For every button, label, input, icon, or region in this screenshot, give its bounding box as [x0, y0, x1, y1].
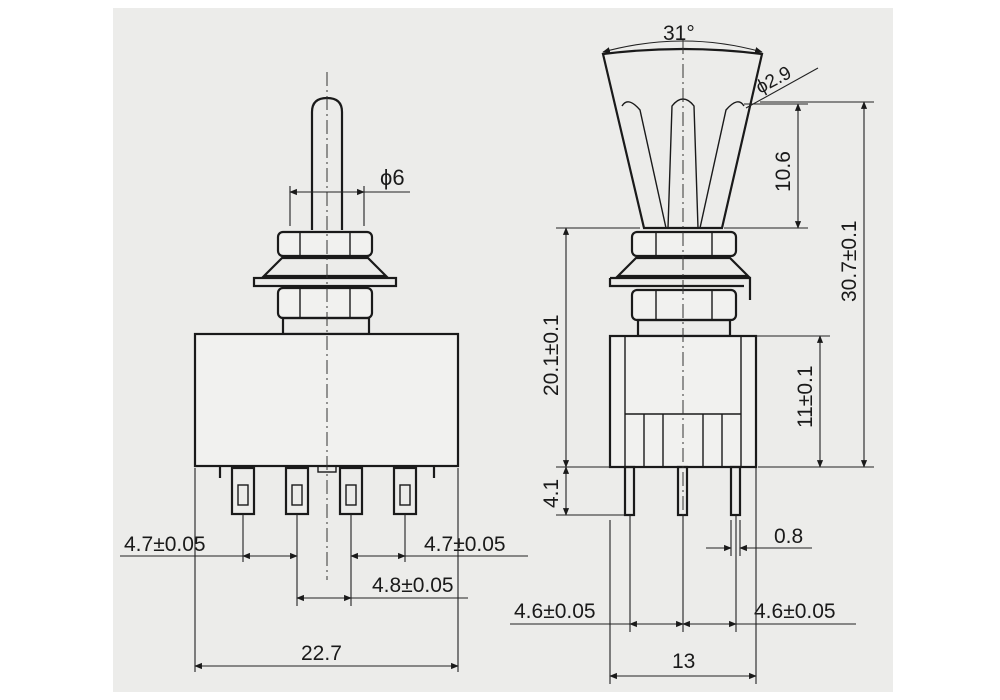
pin-length-label: 4.1 — [540, 479, 563, 508]
front-terminals — [230, 465, 418, 516]
front-pitch-center-label: 4.8±0.05 — [372, 574, 454, 597]
terminal — [284, 466, 310, 516]
side-pitch-right-label: 4.6±0.05 — [754, 600, 836, 623]
side-pin — [623, 465, 636, 517]
side-upper-nut — [630, 230, 738, 258]
side-lower-nut — [630, 288, 738, 322]
angle-label: 31° — [663, 22, 695, 45]
front-pitch-right-label: 4.7±0.05 — [424, 533, 506, 556]
side-pitch-left-label: 4.6±0.05 — [514, 600, 596, 623]
front-mount-plate — [252, 276, 398, 288]
front-lower-nut — [276, 286, 374, 320]
terminal — [338, 466, 364, 516]
front-washer — [261, 256, 389, 278]
side-lever — [601, 47, 764, 230]
side-washer — [615, 256, 751, 278]
front-pitch-left-label: 4.7±0.05 — [124, 533, 206, 556]
side-mount-plate — [608, 276, 752, 300]
front-upper-nut — [276, 230, 374, 258]
bushing-height-label: 20.1±0.1 — [540, 314, 563, 396]
side-bushing — [636, 318, 732, 338]
pin-width-label: 0.8 — [774, 525, 803, 548]
terminal — [230, 466, 256, 516]
side-view: 31° ϕ2.9 — [510, 22, 874, 684]
body-height-label: 11±0.1 — [794, 365, 817, 428]
side-pin — [729, 465, 742, 517]
terminal — [392, 466, 418, 516]
lever-height-label: 10.6 — [772, 151, 795, 192]
front-width-label: 22.7 — [301, 642, 342, 665]
front-diameter-label: ϕ6 — [380, 165, 405, 190]
total-height-label: 30.7±0.1 — [838, 220, 861, 302]
front-body — [193, 332, 460, 468]
front-view: ϕ6 4.7±0.05 4.7±0.05 4.8±0.05 22.7 — [120, 72, 528, 672]
side-width-label: 13 — [672, 650, 695, 673]
front-bushing — [281, 316, 371, 336]
